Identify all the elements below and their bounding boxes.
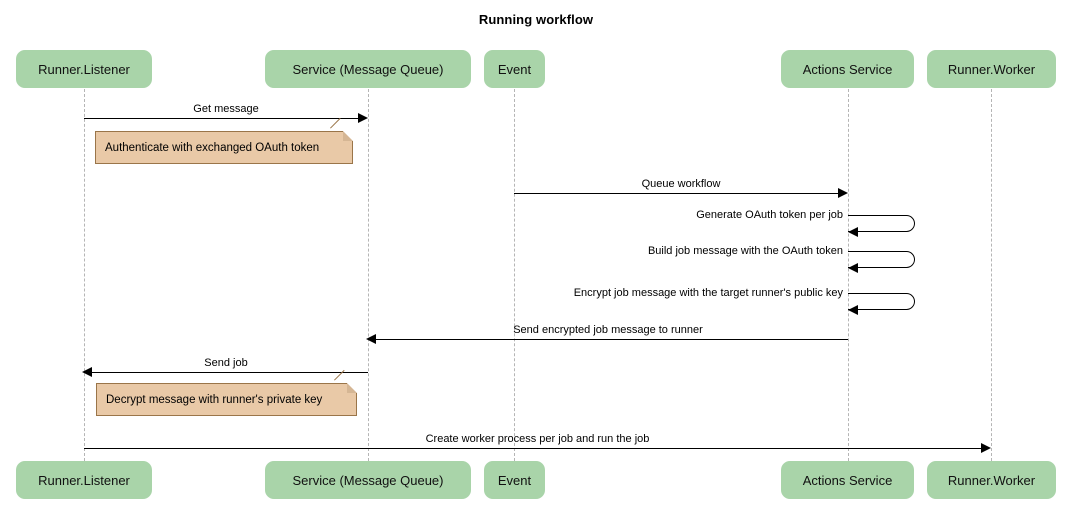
participant-runner-worker-top[interactable]: Runner.Worker xyxy=(927,50,1056,88)
arrowhead-get-message xyxy=(358,113,368,123)
lifeline-runner-worker xyxy=(991,89,992,461)
message-label-queue-workflow: Queue workflow xyxy=(641,178,721,190)
arrowhead-create-worker-process xyxy=(981,443,991,453)
note-authenticate: Authenticate with exchanged OAuth token xyxy=(95,117,353,164)
participant-runner-worker-bottom[interactable]: Runner.Worker xyxy=(927,461,1056,499)
arrowhead-encrypt-job-message xyxy=(848,305,858,315)
arrowhead-generate-oauth-token xyxy=(848,227,858,237)
message-label-create-worker-process: Create worker process per job and run th… xyxy=(425,433,650,445)
participant-service-message-queue-top[interactable]: Service (Message Queue) xyxy=(265,50,471,88)
message-line-queue-workflow xyxy=(514,193,838,194)
participant-actions-service-top[interactable]: Actions Service xyxy=(781,50,914,88)
participant-event-bottom[interactable]: Event xyxy=(484,461,545,499)
message-line-send-encrypted-job-message xyxy=(374,339,848,340)
message-label-send-job: Send job xyxy=(204,357,248,369)
selfloop-generate-oauth-token xyxy=(848,215,915,232)
participant-service-message-queue-bottom[interactable]: Service (Message Queue) xyxy=(265,461,471,499)
arrowhead-build-job-message xyxy=(848,263,858,273)
note-decrypt: Decrypt message with runner's private ke… xyxy=(96,369,357,416)
note-decrypt-label: Decrypt message with runner's private ke… xyxy=(106,393,323,406)
note-fold-icon-2 xyxy=(347,383,357,393)
participant-runner-listener-top[interactable]: Runner.Listener xyxy=(16,50,152,88)
lifeline-runner-listener xyxy=(84,89,85,461)
message-label-send-encrypted-job-message: Send encrypted job message to runner xyxy=(513,324,703,336)
message-label-build-job-message: Build job message with the OAuth token xyxy=(647,245,843,257)
message-label-get-message: Get message xyxy=(193,103,259,115)
arrowhead-send-encrypted-job-message xyxy=(366,334,376,344)
participant-event-top[interactable]: Event xyxy=(484,50,545,88)
lifeline-actions-service xyxy=(848,89,849,461)
participant-runner-listener-bottom[interactable]: Runner.Listener xyxy=(16,461,152,499)
page-title: Running workflow xyxy=(478,12,594,27)
selfloop-encrypt-job-message xyxy=(848,293,915,310)
note-fold-icon xyxy=(343,131,353,141)
message-label-generate-oauth-token: Generate OAuth token per job xyxy=(696,209,843,221)
lifeline-service-message-queue xyxy=(368,89,369,461)
message-line-get-message xyxy=(84,118,358,119)
selfloop-build-job-message xyxy=(848,251,915,268)
arrowhead-send-job xyxy=(82,367,92,377)
note-authenticate-label: Authenticate with exchanged OAuth token xyxy=(105,141,320,154)
arrowhead-queue-workflow xyxy=(838,188,848,198)
message-label-encrypt-job-message: Encrypt job message with the target runn… xyxy=(573,287,843,299)
lifeline-event xyxy=(514,89,515,461)
participant-actions-service-bottom[interactable]: Actions Service xyxy=(781,461,914,499)
message-line-send-job xyxy=(90,372,368,373)
message-line-create-worker-process xyxy=(84,448,981,449)
